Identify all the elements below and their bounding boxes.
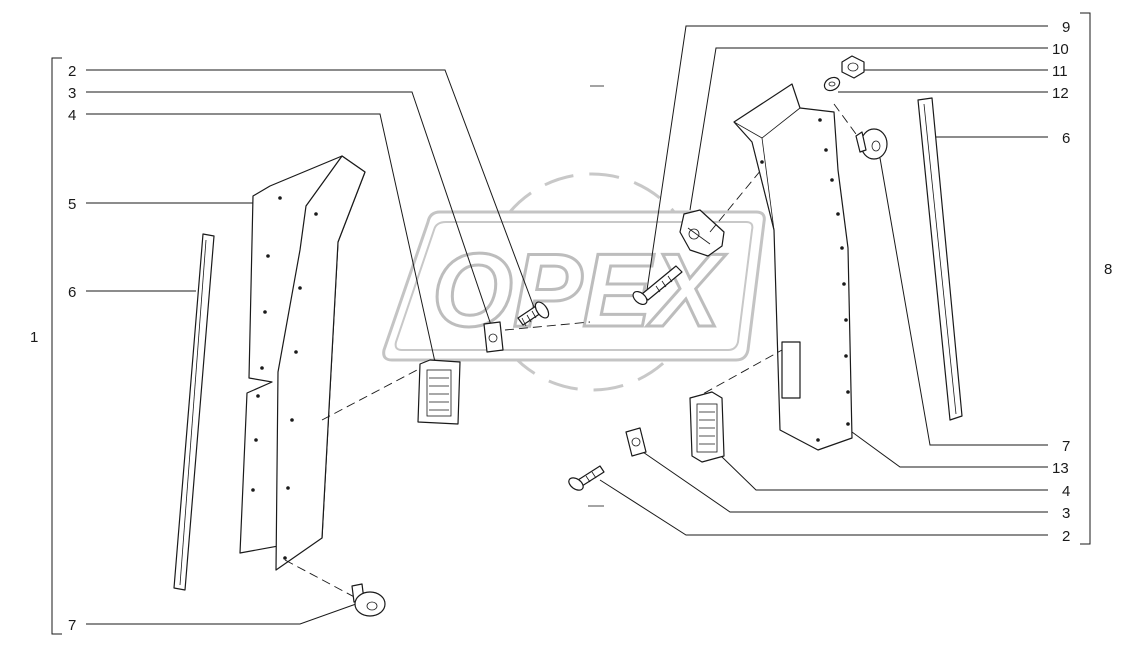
right-air-vent-grille <box>689 391 725 463</box>
left-screw <box>517 301 550 327</box>
right-vent-alignment <box>691 349 783 401</box>
left-callout-numbers: 2 3 4 5 6 7 <box>68 63 76 634</box>
callout-6-left: 6 <box>68 284 76 301</box>
callout-9-right: 9 <box>1062 19 1070 36</box>
callout-3-right: 3 <box>1062 505 1070 522</box>
callout-2-left: 2 <box>68 63 76 80</box>
right-screw-bottom <box>568 465 605 491</box>
callout-13-right: 13 <box>1052 460 1069 477</box>
right-washer <box>823 76 841 92</box>
callout-10-right: 10 <box>1052 41 1069 58</box>
left-clip-alignment <box>284 559 361 601</box>
watermark-text: OPEX <box>432 233 727 349</box>
opex-watermark: OPEX <box>382 172 766 392</box>
right-clip-nut <box>625 427 647 457</box>
right-clip-alignment <box>833 103 857 135</box>
right-leader-lines <box>599 25 1048 536</box>
left-clip-nut <box>483 321 504 353</box>
callout-5-left: 5 <box>68 196 76 213</box>
callout-1-left-group: 1 <box>30 329 38 346</box>
left-pillar-trim-panel <box>239 155 366 571</box>
left-push-clip <box>351 583 386 617</box>
callout-8-right-group: 8 <box>1104 261 1112 278</box>
callout-2-right: 2 <box>1062 528 1070 545</box>
callout-7-right: 7 <box>1062 438 1070 455</box>
left-seal-strip <box>173 233 215 591</box>
right-seal-strip <box>917 97 963 421</box>
right-mounting-bracket <box>679 209 725 257</box>
callout-11-right: 11 <box>1052 63 1068 80</box>
left-screw-alignment <box>504 321 591 331</box>
right-pillar-trim-panel <box>733 83 853 451</box>
callout-4-right: 4 <box>1062 483 1070 500</box>
group-bracket-left: 1 <box>30 57 62 635</box>
left-air-vent-grille <box>417 359 461 425</box>
right-push-clip <box>855 128 888 160</box>
callout-12-right: 12 <box>1052 85 1069 102</box>
callout-3-left: 3 <box>68 85 76 102</box>
group-bracket-right: 8 <box>1080 12 1112 545</box>
right-screw-top <box>632 265 683 306</box>
right-nut <box>841 55 865 79</box>
callout-4-left: 4 <box>68 107 76 124</box>
right-callout-numbers: 9 10 11 12 6 7 13 4 3 2 <box>1052 19 1070 545</box>
left-vent-alignment <box>321 359 437 421</box>
right-bracket-alignment <box>709 163 767 233</box>
callout-6-right: 6 <box>1062 130 1070 147</box>
callout-7-left: 7 <box>68 617 76 634</box>
left-leader-lines <box>86 69 536 625</box>
